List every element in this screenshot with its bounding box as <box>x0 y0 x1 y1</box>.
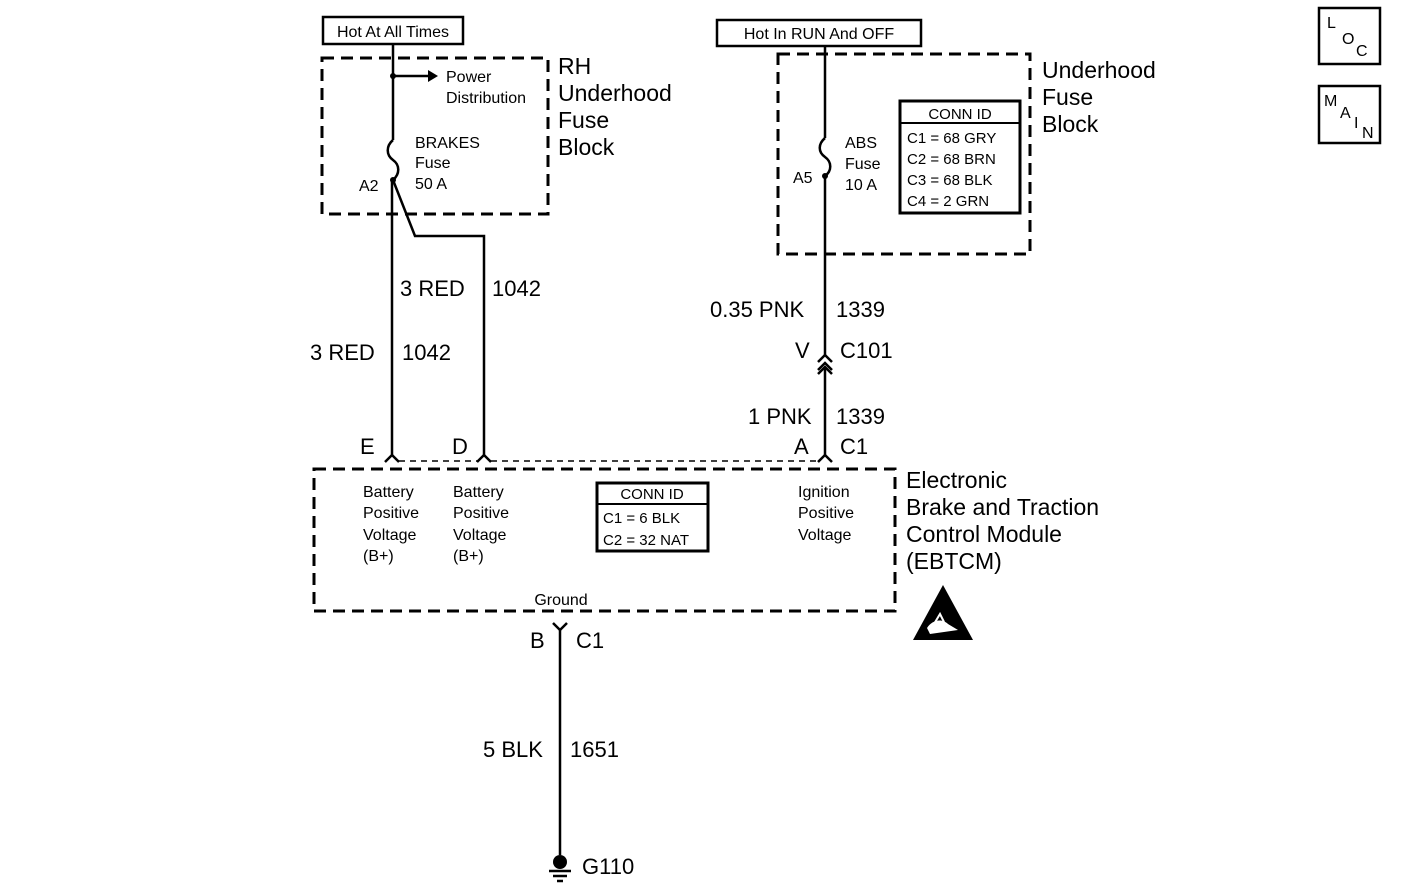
svg-text:Underhood: Underhood <box>1042 57 1156 83</box>
ground-symbol-icon <box>549 855 571 883</box>
svg-text:(EBTCM): (EBTCM) <box>906 548 1002 574</box>
svg-text:Distribution: Distribution <box>446 90 526 107</box>
svg-text:1 PNK: 1 PNK <box>748 404 812 429</box>
svg-text:Electronic: Electronic <box>906 467 1007 493</box>
svg-text:C101: C101 <box>840 338 893 363</box>
svg-text:(B+): (B+) <box>363 548 394 565</box>
svg-text:Positive: Positive <box>363 505 419 522</box>
ebtcm-module: E D A C1 Battery Positive Voltage (B+) B… <box>312 434 1099 640</box>
svg-text:1042: 1042 <box>402 340 451 365</box>
svg-text:Ground: Ground <box>534 592 587 609</box>
underhood-fuse-block: ABS Fuse 10 A A5 CONN ID C1 = 68 GRY C2 … <box>776 46 1156 256</box>
svg-text:(B+): (B+) <box>453 548 484 565</box>
rh-fuse-block: Power Distribution BRAKES Fuse 50 A A2 R… <box>320 44 672 216</box>
svg-text:CONN ID: CONN ID <box>620 486 684 503</box>
svg-text:1042: 1042 <box>492 276 541 301</box>
ground-wire: B C1 5 BLK 1651 <box>483 622 619 855</box>
svg-text:Fuse: Fuse <box>845 156 881 173</box>
svg-text:Voltage: Voltage <box>798 527 851 544</box>
arrow-right-icon <box>393 70 438 82</box>
svg-text:Fuse: Fuse <box>558 107 609 133</box>
svg-text:Hot In RUN And OFF: Hot In RUN And OFF <box>744 26 894 43</box>
svg-text:V: V <box>795 338 810 363</box>
svg-text:A5: A5 <box>793 170 813 187</box>
svg-text:Positive: Positive <box>453 505 509 522</box>
svg-text:C1: C1 <box>576 628 604 653</box>
svg-text:Control Module: Control Module <box>906 521 1062 547</box>
hot-run-off-label: Hot In RUN And OFF <box>715 18 923 48</box>
fuse-icon <box>818 137 832 178</box>
svg-text:C2 = 32 NAT: C2 = 32 NAT <box>603 532 689 549</box>
svg-text:RH: RH <box>558 53 591 79</box>
svg-text:ABS: ABS <box>845 135 877 152</box>
svg-text:A: A <box>794 434 809 459</box>
pink-wire: 0.35 PNK 1339 V C101 1 PNK 1339 <box>710 176 893 456</box>
svg-text:Block: Block <box>558 134 615 160</box>
svg-text:Underhood: Underhood <box>558 80 672 106</box>
esd-warning-icon <box>913 585 973 640</box>
loc-button[interactable]: L O C <box>1317 6 1382 66</box>
svg-text:I: I <box>1354 115 1358 132</box>
svg-text:CONN ID: CONN ID <box>928 106 992 123</box>
svg-text:B: B <box>530 628 545 653</box>
red-wires: 3 RED 1042 3 RED 1042 <box>310 179 541 456</box>
svg-text:1339: 1339 <box>836 404 885 429</box>
svg-text:E: E <box>360 434 375 459</box>
svg-text:C: C <box>1356 43 1368 60</box>
svg-text:50 A: 50 A <box>415 176 447 193</box>
main-button[interactable]: M A I N <box>1317 84 1382 145</box>
svg-text:5 BLK: 5 BLK <box>483 737 543 762</box>
svg-text:Power: Power <box>446 69 492 86</box>
svg-text:1339: 1339 <box>836 297 885 322</box>
fuse-icon <box>386 139 400 181</box>
svg-text:1651: 1651 <box>570 737 619 762</box>
svg-text:O: O <box>1342 31 1354 48</box>
svg-text:Battery: Battery <box>363 484 414 501</box>
svg-text:N: N <box>1362 125 1374 142</box>
svg-text:D: D <box>452 434 468 459</box>
svg-text:C1 = 6 BLK: C1 = 6 BLK <box>603 510 680 527</box>
svg-text:Positive: Positive <box>798 505 854 522</box>
svg-text:10 A: 10 A <box>845 177 877 194</box>
conn-id-box-fuse-block: CONN ID C1 = 68 GRY C2 = 68 BRN C3 = 68 … <box>898 99 1022 215</box>
svg-text:Ignition: Ignition <box>798 484 850 501</box>
svg-text:0.35 PNK: 0.35 PNK <box>710 297 804 322</box>
svg-text:Voltage: Voltage <box>363 527 416 544</box>
hot-at-all-times-label: Hot At All Times <box>321 15 465 46</box>
svg-text:A2: A2 <box>359 178 379 195</box>
svg-text:Fuse: Fuse <box>415 155 451 172</box>
svg-text:BRAKES: BRAKES <box>415 135 480 152</box>
svg-text:3 RED: 3 RED <box>400 276 465 301</box>
ground-name: G110 <box>582 854 634 879</box>
svg-text:Fuse: Fuse <box>1042 84 1093 110</box>
svg-text:Voltage: Voltage <box>453 527 506 544</box>
svg-text:C1: C1 <box>840 434 868 459</box>
svg-text:Brake and Traction: Brake and Traction <box>906 494 1099 520</box>
svg-text:M: M <box>1324 93 1337 110</box>
svg-text:3 RED: 3 RED <box>310 340 375 365</box>
svg-text:C2 = 68 BRN: C2 = 68 BRN <box>907 151 996 168</box>
svg-text:Battery: Battery <box>453 484 504 501</box>
svg-text:A: A <box>1340 105 1351 122</box>
svg-text:C4 = 2 GRN: C4 = 2 GRN <box>907 193 989 210</box>
svg-text:Hot At All Times: Hot At All Times <box>337 24 449 41</box>
svg-text:C1 = 68 GRY: C1 = 68 GRY <box>907 130 996 147</box>
svg-text:L: L <box>1327 15 1336 32</box>
svg-text:C3 = 68 BLK: C3 = 68 BLK <box>907 172 992 189</box>
svg-text:Block: Block <box>1042 111 1099 137</box>
conn-id-box-ebtcm: CONN ID C1 = 6 BLK C2 = 32 NAT <box>595 481 710 553</box>
